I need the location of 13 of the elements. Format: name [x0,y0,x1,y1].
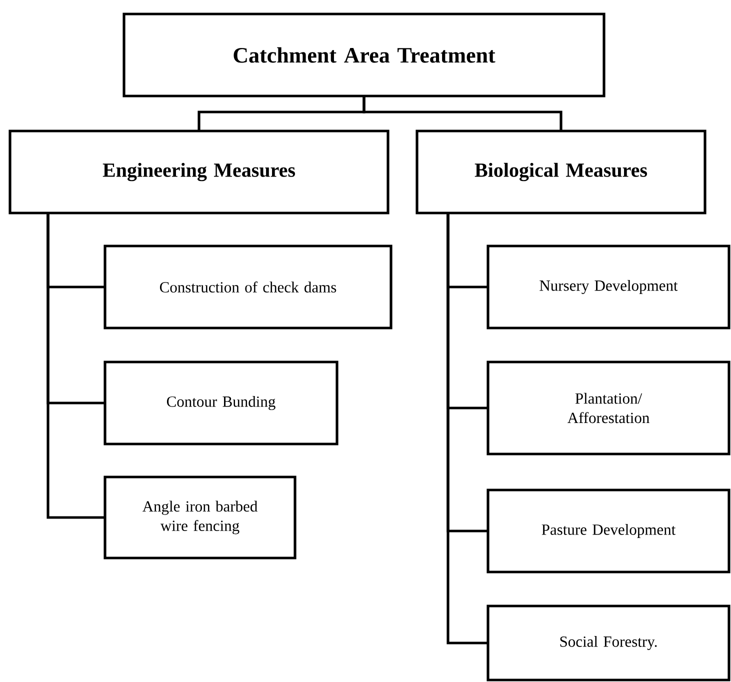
measure-box: Angle iron barbed wire fencing [104,476,296,560]
measure-box: Social Forestry. [486,604,730,682]
connector-line [46,213,105,519]
measure-box: Nursery Development [486,244,730,330]
connector-line [362,96,562,131]
connector-line [446,213,488,644]
measure-box: Construction of check dams [104,244,392,330]
measure-box: Contour Bunding [104,360,338,446]
category-box: Biological Measures [416,130,706,214]
title-box: Catchment Area Treatment [122,12,606,98]
measure-box: Plantation/ Afforestation [486,360,730,456]
measure-box: Pasture Development [486,488,730,574]
category-box: Engineering Measures [8,130,390,214]
